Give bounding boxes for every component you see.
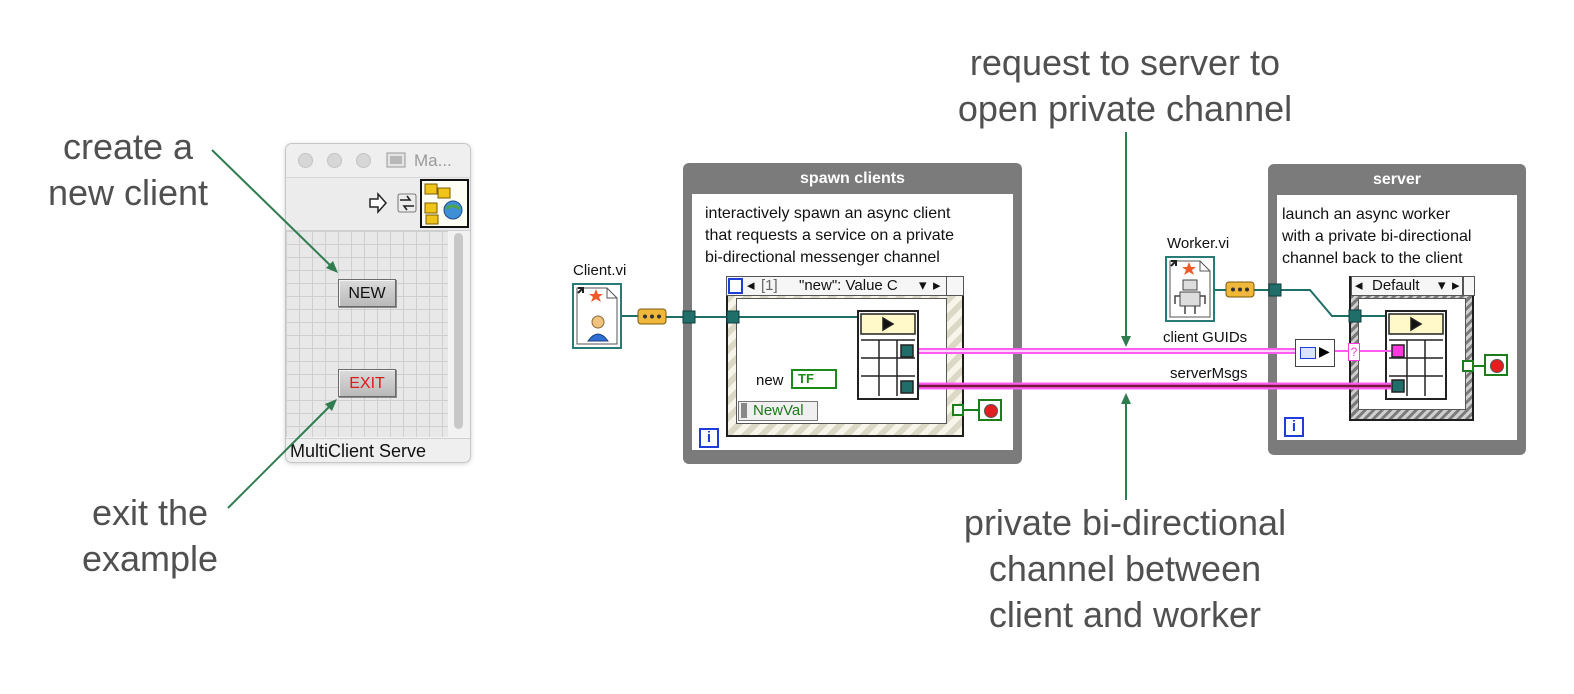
- event-data-node-handle: [741, 403, 747, 418]
- robot-icon: [1169, 260, 1211, 318]
- server-comment: launch an async worker with a private bi…: [1282, 204, 1471, 270]
- stop-terminal: [1484, 354, 1508, 376]
- annotation-line: open private channel: [957, 88, 1293, 129]
- timeout-icon: [728, 278, 743, 294]
- increment-arrow-icon[interactable]: ▸: [933, 277, 941, 294]
- annotation-line: new client: [47, 172, 209, 213]
- minimize-window-button[interactable]: [327, 153, 342, 168]
- vi-name-label: MultiClient Serve: [290, 441, 427, 461]
- annotation-create-new-client: create a new client: [40, 124, 216, 216]
- tunnels: [682, 283, 1474, 416]
- annotation-line: create a: [62, 126, 194, 167]
- newval-event-data-node: NewVal: [738, 401, 818, 421]
- new-client-button[interactable]: NEW: [338, 279, 396, 307]
- run-continuously-icon[interactable]: [396, 192, 418, 214]
- client-node-detail: [860, 313, 916, 396]
- tunnel: [1268, 283, 1282, 297]
- arrow-to-new-button: [211, 149, 334, 269]
- window-title: Ma...: [414, 151, 452, 170]
- bundle-terminals: [637, 281, 1255, 325]
- play-arrow-icon: ▶: [1319, 343, 1330, 359]
- zoom-window-button[interactable]: [356, 153, 371, 168]
- annotation-line: example: [81, 538, 219, 579]
- scrollbar-thumb[interactable]: [454, 233, 463, 429]
- annotation-line: exit the: [91, 492, 209, 533]
- server-case-end: [1463, 276, 1475, 296]
- chevron-down-icon[interactable]: ▾: [919, 277, 927, 294]
- client-person-icon: [576, 287, 618, 345]
- lookup-icon: [1300, 347, 1316, 359]
- arrowhead: [1121, 393, 1131, 404]
- decrement-arrow-icon[interactable]: ◂: [1355, 277, 1363, 294]
- comment-line: that requests a service on a private: [705, 227, 955, 244]
- annotation-line: channel between: [988, 548, 1262, 589]
- chevron-down-icon[interactable]: ▾: [1438, 277, 1446, 294]
- front-panel-footer: MultiClient Serve: [286, 438, 470, 462]
- annotation-line: request to server to: [969, 42, 1281, 83]
- client-vi-icon: [572, 283, 622, 349]
- server-msgs-label: serverMsgs: [1170, 365, 1248, 382]
- client-vi-label: Client.vi: [573, 262, 627, 279]
- vertical-scrollbar[interactable]: [449, 231, 470, 437]
- increment-arrow-icon[interactable]: ▸: [1452, 277, 1460, 294]
- spawn-clients-title: spawn clients: [800, 170, 905, 187]
- server-case-selector[interactable]: ◂ Default ▾ ▸: [1351, 276, 1463, 296]
- client-guids-label: client GUIDs: [1163, 329, 1248, 346]
- case-index: [1]: [761, 277, 778, 294]
- event-case-selector[interactable]: ◂ [1] "new": Value C ▾ ▸: [726, 276, 947, 296]
- worker-node-detail: [1388, 313, 1444, 396]
- server-title: server: [1372, 171, 1422, 188]
- annotation-line: private bi-directional: [963, 502, 1287, 543]
- tunnel: [682, 310, 696, 324]
- run-arrow-icon[interactable]: [368, 192, 388, 214]
- variant-node: ?: [1348, 343, 1360, 361]
- event-case-end: [946, 276, 964, 296]
- new-label: new: [756, 372, 784, 389]
- front-panel-toolbar: [286, 178, 470, 231]
- window-titlebar: Ma...: [286, 144, 470, 178]
- worker-vi-label: Worker.vi: [1167, 235, 1230, 252]
- annotation-exit-example: exit the example: [70, 490, 230, 582]
- front-panel-grid: NEW EXIT: [286, 231, 448, 437]
- annotation-request-channel: request to server to open private channe…: [925, 40, 1325, 132]
- arrow-to-exit-button: [227, 403, 333, 509]
- close-window-button[interactable]: [298, 153, 313, 168]
- vi-file-icon: [386, 152, 406, 168]
- comment-line: launch an async worker: [1282, 206, 1451, 223]
- comment-line: with a private bi-directional: [1282, 228, 1472, 245]
- annotation-private-channel: private bi-directional channel between c…: [925, 500, 1325, 638]
- iteration-terminal: i: [699, 428, 719, 448]
- channel-wires: [919, 348, 1484, 411]
- decrement-arrow-icon[interactable]: ◂: [747, 277, 755, 294]
- spawn-clients-comment: interactively spawn an async client that…: [705, 203, 954, 269]
- bool-tunnel: [1462, 360, 1474, 372]
- tunnel: [1348, 309, 1362, 323]
- comment-line: interactively spawn an async client: [705, 205, 951, 222]
- case-label: Default: [1372, 277, 1420, 294]
- annotation-line: client and worker: [988, 594, 1262, 635]
- iteration-terminal: i: [1284, 417, 1304, 437]
- client-guid-lookup-node: ▶: [1295, 339, 1335, 367]
- front-panel-window: Ma... NEW EXIT MultiClient Serve: [285, 143, 471, 463]
- case-label: "new": Value C: [799, 277, 898, 294]
- exit-button[interactable]: EXIT: [338, 369, 396, 397]
- bool-tunnel: [952, 404, 964, 416]
- comment-line: bi-directional messenger channel: [705, 249, 940, 266]
- new-boolean-terminal: TF: [791, 369, 837, 389]
- arrowhead: [1121, 336, 1131, 347]
- annotation-arrows: [211, 132, 1131, 509]
- comment-line: channel back to the client: [1282, 250, 1463, 267]
- stop-terminal: [978, 399, 1002, 421]
- worker-vi-icon: [1165, 256, 1215, 322]
- tunnel: [726, 310, 740, 324]
- arrowhead: [325, 399, 337, 411]
- vi-connector-icon: [420, 179, 469, 228]
- arrowhead: [326, 261, 338, 273]
